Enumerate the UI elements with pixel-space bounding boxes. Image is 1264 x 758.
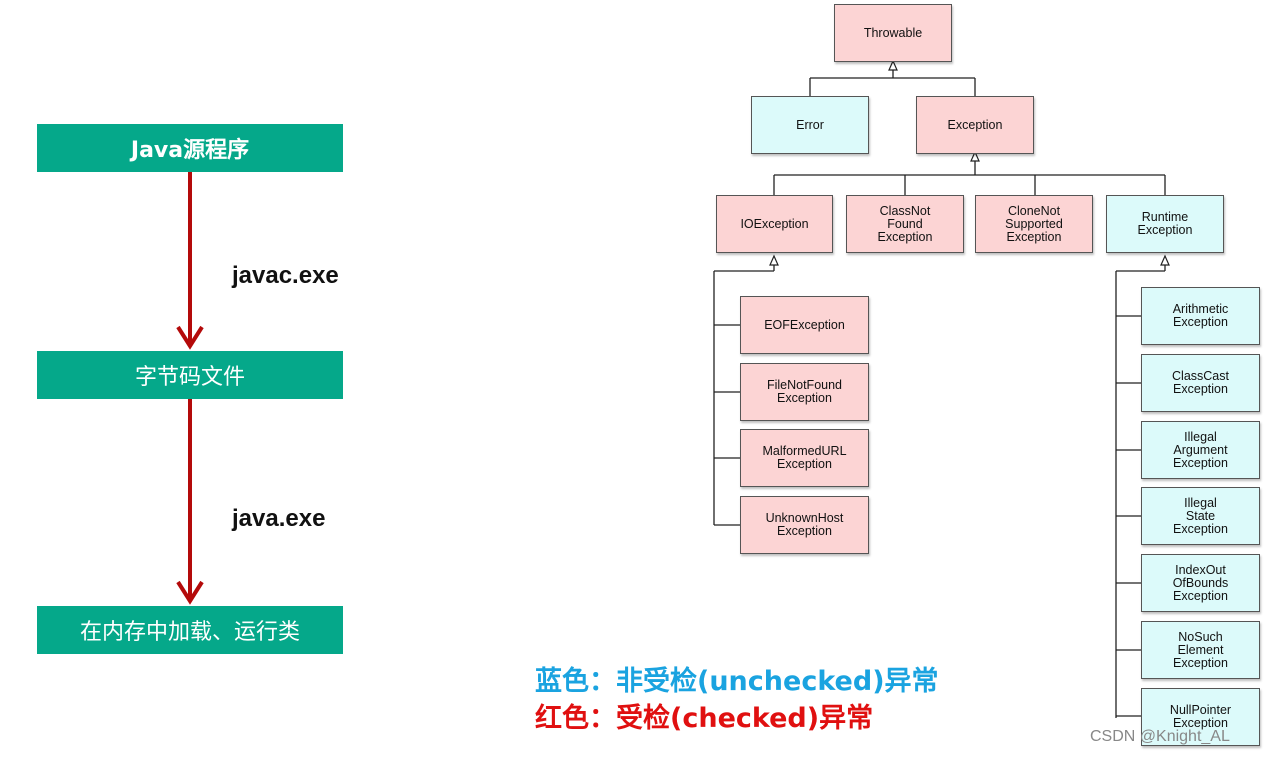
flow-arrow-2-head	[176, 580, 204, 605]
node-malformedurl: MalformedURL Exception	[740, 429, 869, 487]
node-illegalargument: Illegal Argument Exception	[1141, 421, 1260, 479]
flow-step-runtime: 在内存中加载、运行类	[37, 606, 343, 654]
node-arithmetic: Arithmetic Exception	[1141, 287, 1260, 345]
exception-arrowhead	[970, 150, 980, 162]
node-runtimeexception: Runtime Exception	[1106, 195, 1224, 253]
node-classnotfound: ClassNot Found Exception	[846, 195, 964, 253]
node-ioexception: IOException	[716, 195, 833, 253]
node-error: Error	[751, 96, 869, 154]
flow-step-bytecode: 字节码文件	[37, 351, 343, 399]
legend-checked: 红色：受检(checked)异常	[535, 703, 874, 734]
node-nullpointer: NullPointer Exception	[1141, 688, 1260, 746]
node-nosuchelement: NoSuch Element Exception	[1141, 621, 1260, 679]
node-filenotfound: FileNotFound Exception	[740, 363, 869, 421]
watermark: CSDN @Knight_AL	[1090, 728, 1230, 745]
node-indexoutofbounds: IndexOut OfBounds Exception	[1141, 554, 1260, 612]
flow-edge-java: java.exe	[232, 505, 326, 532]
node-exception: Exception	[916, 96, 1034, 154]
legend-unchecked: 蓝色：非受检(unchecked)异常	[535, 666, 939, 697]
node-eofexception: EOFException	[740, 296, 869, 354]
ioexception-arrowhead	[769, 254, 779, 266]
node-illegalstate: Illegal State Exception	[1141, 487, 1260, 545]
node-classcast: ClassCast Exception	[1141, 354, 1260, 412]
runtime-arrowhead	[1160, 254, 1170, 266]
node-clonenotsupported: CloneNot Supported Exception	[975, 195, 1093, 253]
node-throwable: Throwable	[834, 4, 952, 62]
flow-edge-javac: javac.exe	[232, 262, 339, 289]
throwable-arrowhead	[888, 59, 898, 71]
flow-step-source: Java源程序	[37, 124, 343, 172]
flow-arrow-1-head	[176, 325, 204, 350]
node-unknownhost: UnknownHost Exception	[740, 496, 869, 554]
